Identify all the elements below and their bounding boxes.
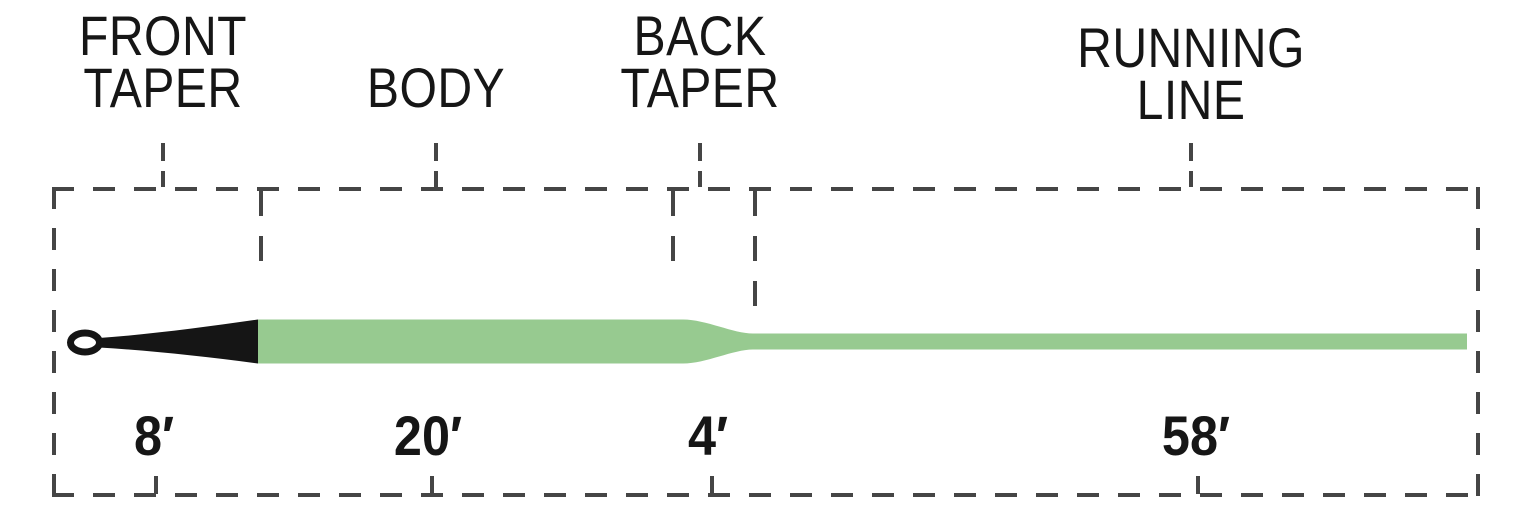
- frame-border-left: [52, 187, 56, 497]
- length-back-taper: 4′: [687, 404, 729, 467]
- label-running-line-line1: RUNNING: [1077, 16, 1305, 79]
- label-connector-tick-back-taper: [698, 143, 702, 187]
- label-body-line1: BODY: [366, 56, 506, 119]
- length-connector-tick-front-taper: [154, 476, 158, 494]
- frame-border-right: [1476, 187, 1480, 497]
- label-running-line: RUNNING LINE: [1077, 16, 1305, 131]
- length-front-taper: 8′: [133, 404, 175, 467]
- length-body: 20′: [393, 404, 463, 467]
- label-front-taper: FRONT TAPER: [78, 4, 248, 119]
- label-back-taper-line1: BACK: [633, 4, 767, 67]
- label-connector-tick-body: [434, 143, 438, 187]
- section-divider-body-back-taper: [671, 191, 675, 271]
- length-connector-tick-running-line: [1196, 476, 1200, 494]
- label-running-line-line2: LINE: [1136, 68, 1246, 131]
- section-divider-front-taper-body: [259, 191, 263, 271]
- label-back-taper-line2: TAPER: [620, 56, 780, 119]
- length-running-line: 58′: [1161, 404, 1231, 467]
- frame-border-top: [52, 187, 1480, 191]
- front-taper-shape: [99, 319, 258, 364]
- label-back-taper: BACK TAPER: [620, 4, 780, 119]
- line-loop-icon: [67, 329, 103, 356]
- length-connector-tick-back-taper: [710, 476, 714, 494]
- line-body-shape: [258, 319, 1467, 364]
- label-body: BODY: [366, 56, 506, 119]
- label-front-taper-line1: FRONT: [78, 4, 248, 67]
- label-front-taper-line2: TAPER: [83, 56, 243, 119]
- label-connector-tick-running-line: [1189, 143, 1193, 187]
- section-divider-back-taper-running-line: [753, 191, 757, 307]
- label-connector-tick-front-taper: [161, 143, 165, 187]
- frame-border-bottom: [52, 493, 1480, 497]
- length-connector-tick-body: [430, 476, 434, 494]
